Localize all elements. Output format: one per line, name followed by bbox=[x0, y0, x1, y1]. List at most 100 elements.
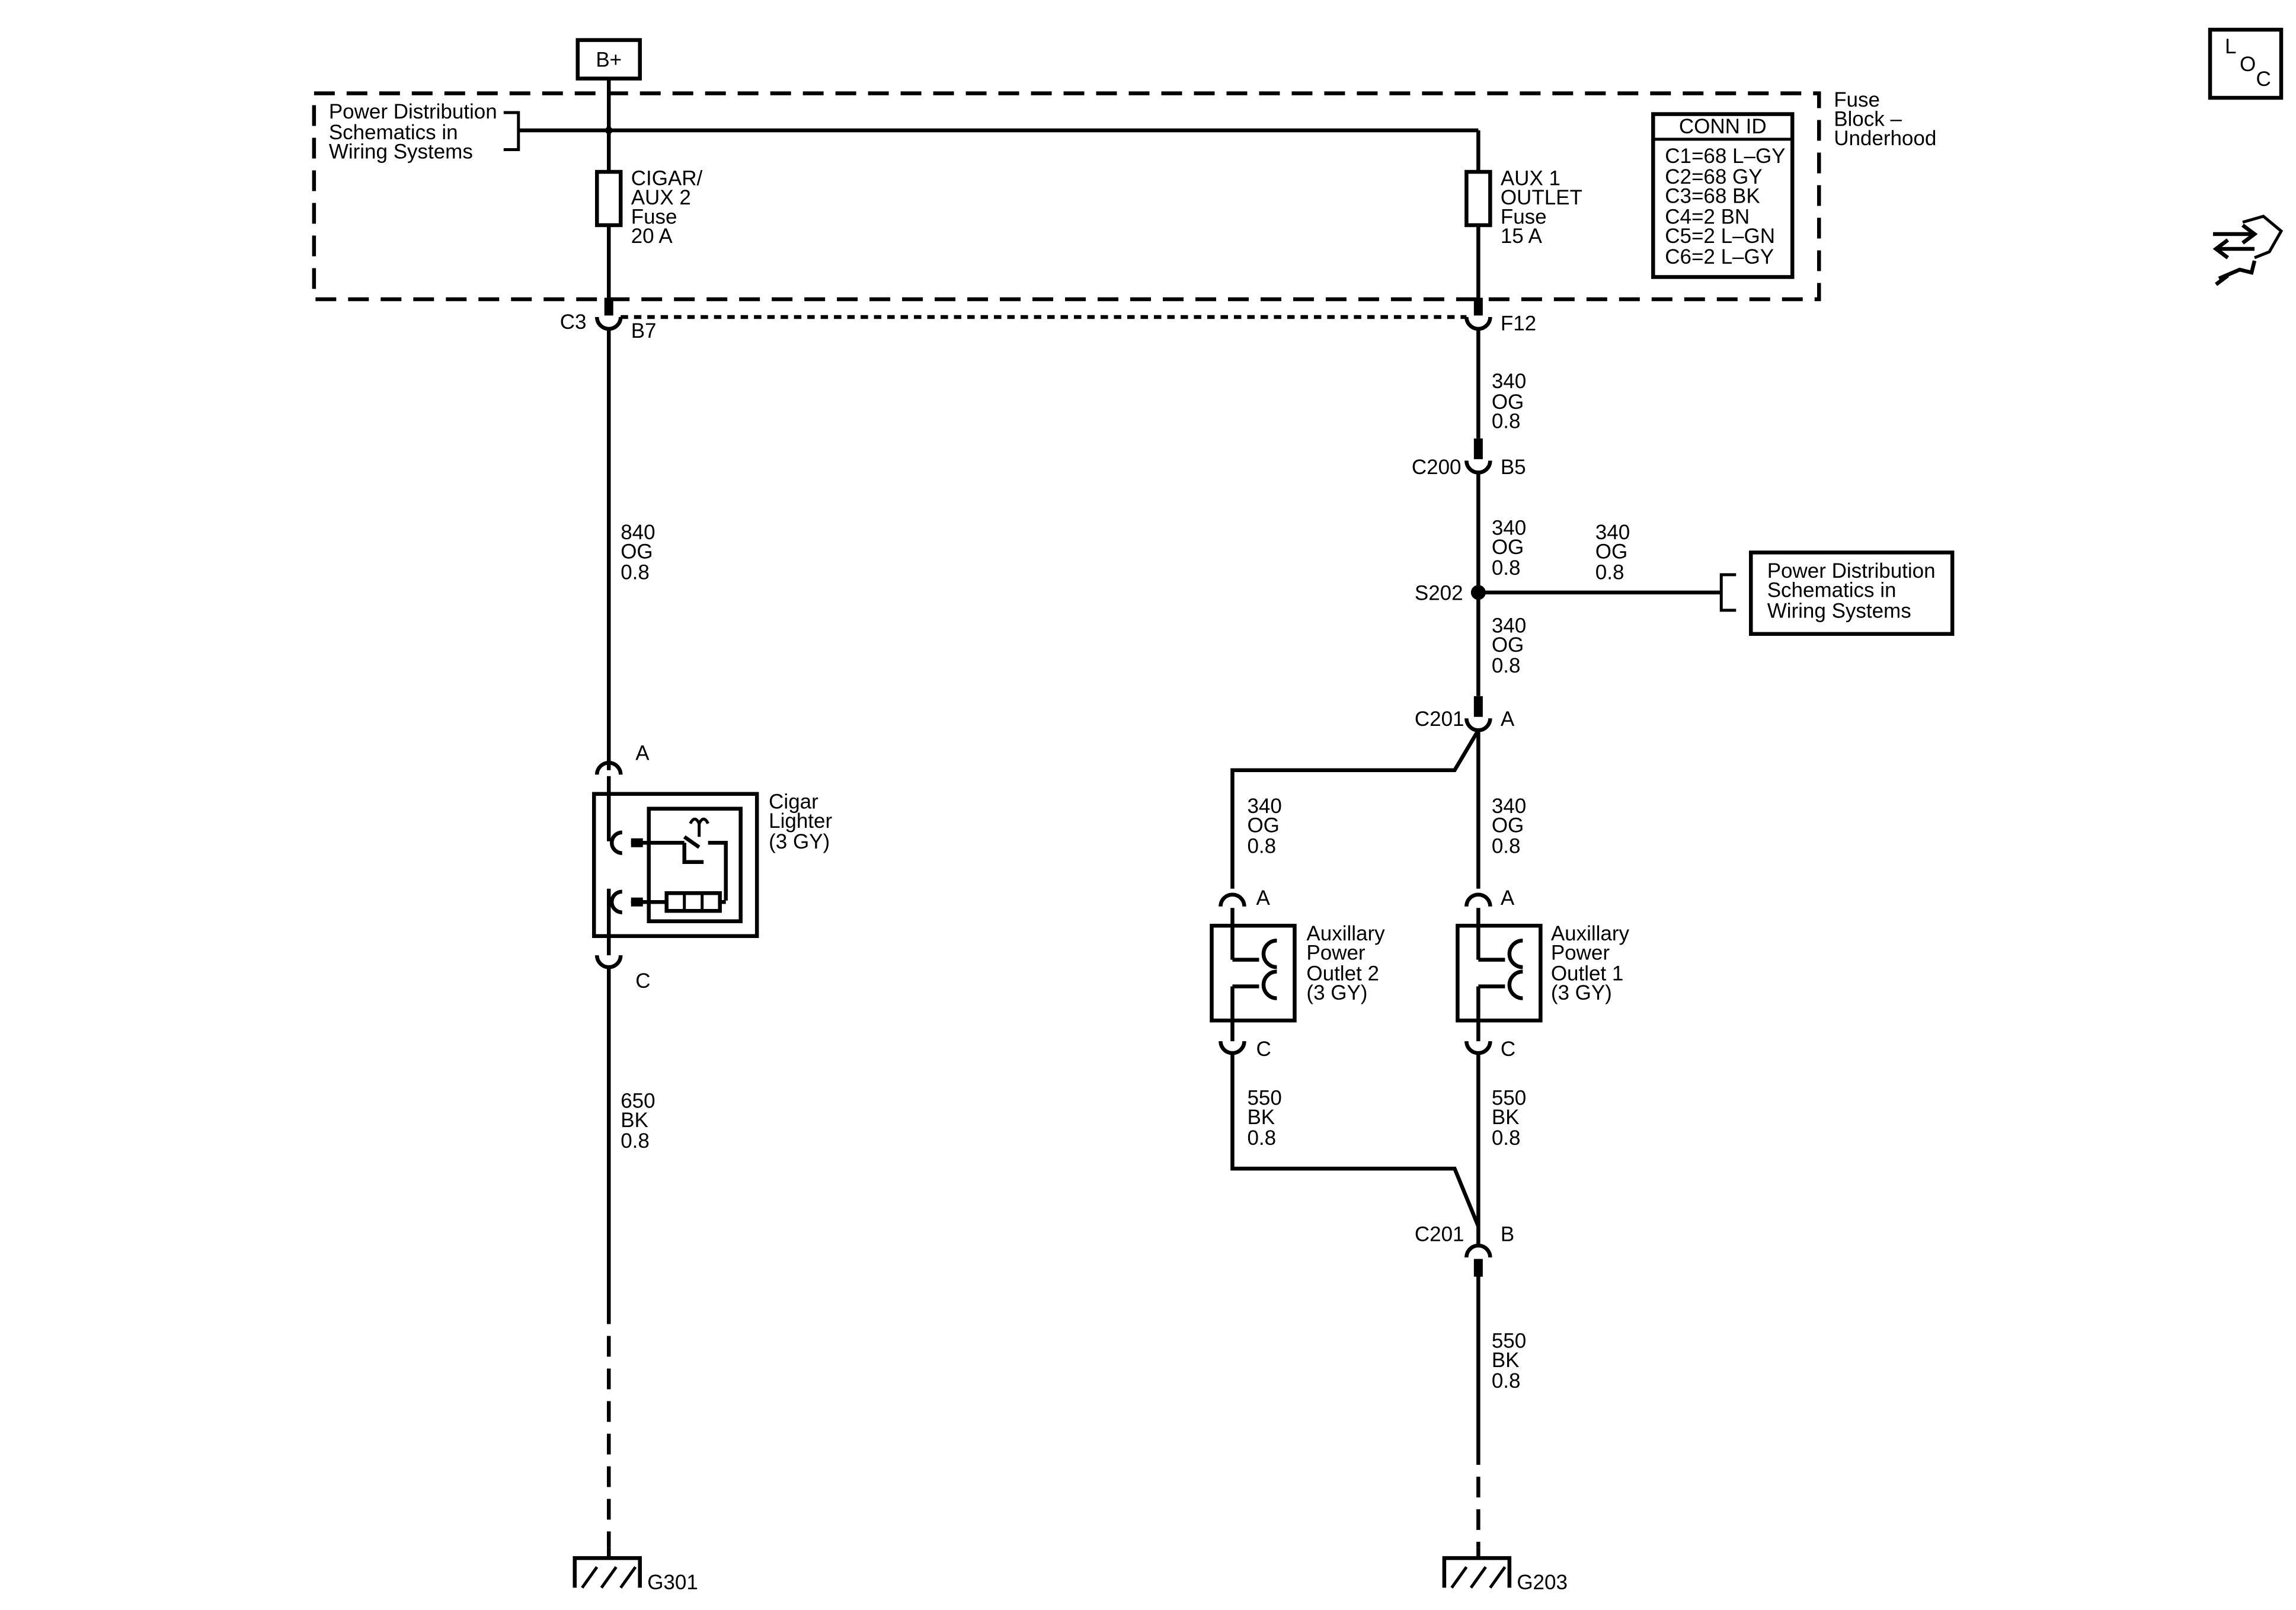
svg-text:C: C bbox=[635, 969, 650, 993]
connector-f12: F12 bbox=[1464, 297, 1536, 438]
svg-text:0.8: 0.8 bbox=[1492, 654, 1521, 677]
svg-text:Wiring Systems: Wiring Systems bbox=[1767, 599, 1911, 622]
svg-text:Outlet 2: Outlet 2 bbox=[1306, 962, 1379, 985]
svg-text:A: A bbox=[635, 741, 650, 764]
svg-text:CIGAR/: CIGAR/ bbox=[631, 167, 703, 190]
svg-text:CONN ID: CONN ID bbox=[1679, 115, 1767, 138]
svg-text:340: 340 bbox=[1492, 370, 1526, 393]
wire-label-650: 650 BK 0.8 bbox=[621, 1090, 655, 1153]
svg-text:840: 840 bbox=[621, 521, 655, 544]
diagnostic-tool-icon[interactable] bbox=[2212, 215, 2284, 286]
wire-label-550-apo2: 550 BK 0.8 bbox=[1247, 1087, 1281, 1150]
supply-label: B+ bbox=[596, 49, 622, 72]
aux-power-outlet-1: A C Auxillary Power Outlet 1 (3 GY) bbox=[1456, 886, 1630, 1061]
svg-text:G203: G203 bbox=[1517, 1571, 1568, 1594]
ground-g301: G301 bbox=[573, 1547, 698, 1594]
power-distribution-ref-right[interactable]: Power Distribution Schematics in Wiring … bbox=[1719, 550, 1955, 636]
svg-text:15 A: 15 A bbox=[1501, 225, 1543, 248]
svg-text:C3=68 BK: C3=68 BK bbox=[1665, 185, 1760, 208]
wire-apo2-ground bbox=[1230, 1053, 1480, 1227]
svg-text:C201: C201 bbox=[1415, 708, 1464, 731]
wire-label-340-branch: 340 OG 0.8 bbox=[1595, 521, 1630, 584]
svg-text:Auxillary: Auxillary bbox=[1551, 922, 1630, 945]
connector-c201-a: C201 A bbox=[1415, 696, 1515, 732]
connector-c200: C200 B5 bbox=[1412, 438, 1526, 696]
svg-text:0.8: 0.8 bbox=[1492, 556, 1521, 580]
svg-text:Power: Power bbox=[1551, 942, 1610, 965]
svg-text:Power: Power bbox=[1306, 942, 1366, 965]
power-distribution-ref-top[interactable]: Power Distribution Schematics in Wiring … bbox=[329, 100, 1479, 164]
wire-label-340-c: 340 OG 0.8 bbox=[1492, 614, 1526, 677]
svg-text:Cigar: Cigar bbox=[769, 790, 818, 814]
svg-text:C: C bbox=[1256, 1038, 1271, 1061]
bus-junction bbox=[605, 126, 613, 135]
svg-text:Underhood: Underhood bbox=[1834, 127, 1936, 150]
fuse-cigar-aux2: CIGAR/ AUX 2 Fuse 20 A bbox=[594, 167, 703, 304]
fuse-block-outline bbox=[312, 91, 1821, 302]
svg-text:0.8: 0.8 bbox=[621, 561, 650, 584]
svg-text:(3 GY): (3 GY) bbox=[769, 830, 830, 853]
wire-label-340-apo1: 340 OG 0.8 bbox=[1492, 795, 1526, 857]
fuse-block-label: Fuse Block – Underhood bbox=[1834, 88, 1936, 150]
svg-text:(3 GY): (3 GY) bbox=[1306, 981, 1367, 1004]
svg-text:F12: F12 bbox=[1501, 312, 1536, 335]
loc-icon[interactable]: L O C bbox=[2208, 27, 2284, 100]
svg-text:0.8: 0.8 bbox=[1492, 409, 1521, 433]
svg-text:650: 650 bbox=[621, 1090, 655, 1113]
svg-text:550: 550 bbox=[1492, 1087, 1526, 1110]
splice-s202 bbox=[1470, 585, 1486, 600]
svg-text:C6=2 L–GY: C6=2 L–GY bbox=[1665, 245, 1774, 268]
svg-text:Power Distribution: Power Distribution bbox=[329, 100, 497, 123]
svg-text:0.8: 0.8 bbox=[1492, 1126, 1521, 1150]
svg-text:BK: BK bbox=[1492, 1106, 1520, 1129]
aux-power-outlet-2: A C Auxillary Power Outlet 2 (3 GY) bbox=[1210, 886, 1385, 1061]
svg-text:20 A: 20 A bbox=[631, 225, 673, 248]
svg-text:0.8: 0.8 bbox=[1595, 561, 1625, 584]
svg-text:Power Distribution: Power Distribution bbox=[1767, 559, 1936, 582]
svg-text:AUX 2: AUX 2 bbox=[631, 186, 691, 209]
svg-text:0.8: 0.8 bbox=[1492, 1369, 1521, 1393]
svg-text:0.8: 0.8 bbox=[1247, 1126, 1276, 1150]
wire-label-840: 840 OG 0.8 bbox=[621, 521, 655, 584]
cigar-lighter: A C Cigar Lighter (3 GY) bbox=[591, 741, 832, 993]
svg-text:C: C bbox=[2256, 68, 2271, 91]
svg-text:BK: BK bbox=[1247, 1106, 1275, 1129]
svg-text:340: 340 bbox=[1595, 521, 1630, 544]
svg-text:C3: C3 bbox=[560, 311, 587, 334]
svg-text:OG: OG bbox=[1492, 633, 1524, 657]
svg-text:A: A bbox=[1501, 886, 1515, 910]
svg-text:OG: OG bbox=[1492, 814, 1524, 837]
svg-text:Auxillary: Auxillary bbox=[1306, 922, 1385, 945]
svg-text:O: O bbox=[2240, 53, 2256, 76]
wire-label-340-apo2: 340 OG 0.8 bbox=[1247, 795, 1281, 857]
svg-text:OG: OG bbox=[1595, 540, 1627, 563]
svg-text:B: B bbox=[1501, 1223, 1514, 1246]
svg-text:BK: BK bbox=[621, 1109, 648, 1132]
wire-label-340-a: 340 OG 0.8 bbox=[1492, 370, 1526, 433]
svg-text:550: 550 bbox=[1492, 1330, 1526, 1353]
wire-label-550-apo1: 550 BK 0.8 bbox=[1492, 1087, 1526, 1150]
svg-text:Wiring Systems: Wiring Systems bbox=[329, 140, 473, 164]
svg-text:C2=68 GY: C2=68 GY bbox=[1665, 165, 1762, 188]
splice-label: S202 bbox=[1415, 581, 1463, 604]
svg-text:A: A bbox=[1501, 708, 1515, 731]
fuse-aux1-outlet: AUX 1 OUTLET Fuse 15 A bbox=[1464, 167, 1582, 304]
svg-text:Fuse: Fuse bbox=[631, 206, 677, 229]
svg-text:B5: B5 bbox=[1501, 456, 1526, 479]
svg-text:OG: OG bbox=[621, 540, 653, 563]
svg-text:340: 340 bbox=[1247, 795, 1281, 818]
conn-id-table: CONN ID C1=68 L–GY C2=68 GY C3=68 BK C4=… bbox=[1651, 112, 1795, 279]
svg-text:Lighter: Lighter bbox=[769, 809, 832, 833]
wire-label-340-b: 340 OG 0.8 bbox=[1492, 516, 1526, 579]
svg-text:A: A bbox=[1256, 886, 1270, 910]
svg-text:C200: C200 bbox=[1412, 456, 1462, 479]
svg-text:C5=2 L–GN: C5=2 L–GN bbox=[1665, 225, 1775, 248]
svg-text:Outlet 1: Outlet 1 bbox=[1551, 962, 1624, 985]
svg-text:Block –: Block – bbox=[1834, 108, 1902, 131]
svg-text:OUTLET: OUTLET bbox=[1501, 186, 1582, 209]
svg-text:340: 340 bbox=[1492, 795, 1526, 818]
connector-c201-b: C201 B bbox=[1415, 1223, 1514, 1277]
svg-text:OG: OG bbox=[1247, 814, 1279, 837]
svg-text:L: L bbox=[2225, 35, 2236, 58]
svg-text:AUX 1: AUX 1 bbox=[1501, 167, 1560, 190]
